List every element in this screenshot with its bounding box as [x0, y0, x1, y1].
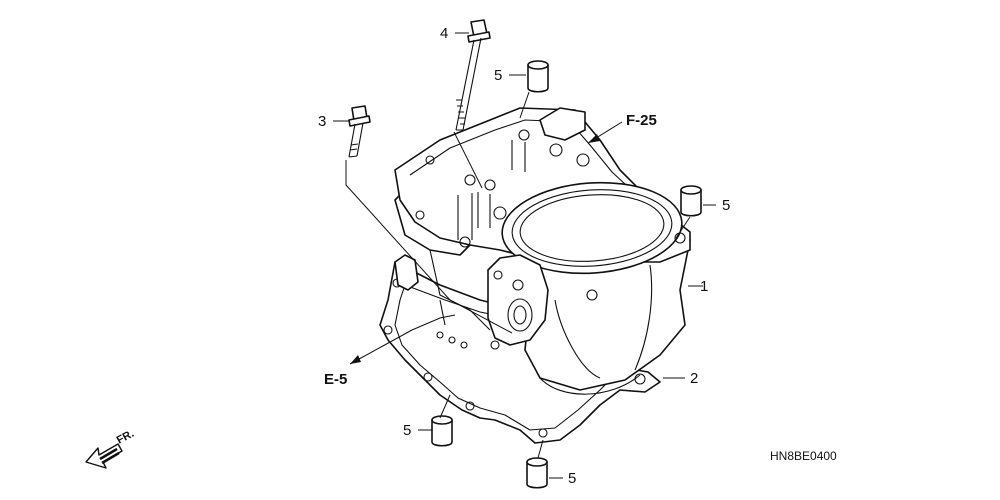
callout-1: 1: [700, 278, 708, 295]
long-stud-bolt: [455, 19, 491, 131]
arrow-left-icon: [85, 443, 123, 469]
dowel-pin-top: [527, 60, 549, 93]
leader-lines: [333, 32, 716, 479]
ref-e5: E-5: [324, 371, 347, 388]
callout-5-top: 5: [494, 67, 502, 84]
callout-3: 3: [318, 113, 326, 130]
drawing-code: HN8BE0400: [770, 449, 837, 463]
short-flange-bolt: [348, 105, 371, 158]
ref-f25: F-25: [626, 112, 657, 129]
callout-5-bottom: 5: [568, 470, 576, 487]
callout-5-right: 5: [722, 197, 730, 214]
cylinder-gasket: [379, 261, 661, 444]
front-direction-label: FR.: [115, 428, 136, 447]
dowel-pin-right: [680, 185, 702, 217]
dowel-pin-lower-left: [431, 415, 453, 447]
callout-5-lower-left: 5: [403, 422, 411, 439]
callout-2: 2: [690, 370, 698, 387]
dowel-pin-bottom: [526, 457, 548, 489]
cylinder-block: [394, 107, 691, 395]
callout-4: 4: [440, 25, 448, 42]
